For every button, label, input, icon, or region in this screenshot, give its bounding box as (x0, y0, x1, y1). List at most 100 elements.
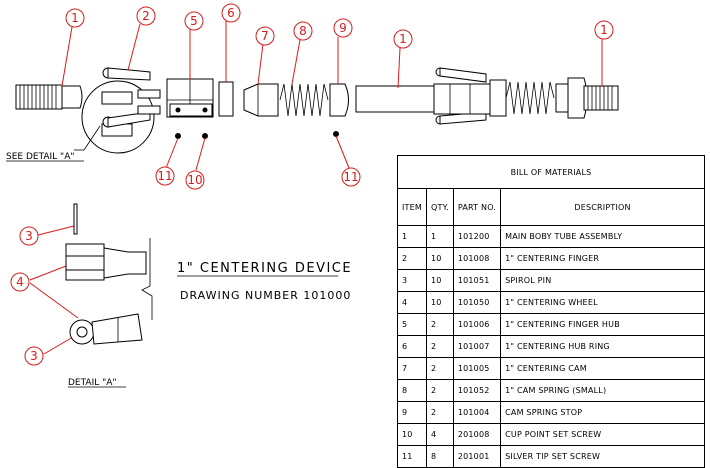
bom-cell: 1" CENTERING HUB RING (500, 335, 705, 358)
leader-11a (165, 137, 179, 169)
svg-text:1: 1 (71, 11, 79, 25)
bom-cell: 101007 (452, 335, 502, 358)
leader-10 (195, 137, 206, 171)
bom-cell: 3 (396, 269, 428, 292)
bom-cell: 2 (426, 357, 454, 380)
callout-9: 9 (333, 18, 353, 38)
detail-a-view (65, 203, 153, 345)
centering-finger-hub (166, 78, 214, 139)
device-title: 1" CENTERING DEVICE (177, 261, 352, 276)
cam-spring-stop (329, 83, 349, 137)
bom-cell: 101052 (452, 379, 502, 402)
bom-cell: 6 (396, 335, 428, 358)
centering-cam (243, 83, 279, 117)
bom-header-part-no: PART NO. (452, 188, 502, 226)
bom-cell: 1" CENTERING WHEEL (500, 291, 705, 314)
bom-cell: 201001 (452, 445, 502, 468)
leader-1a (61, 26, 73, 87)
leader-2 (127, 23, 141, 71)
svg-text:3: 3 (30, 349, 38, 363)
bom-cell: 2 (426, 401, 454, 424)
drawing-number: DRAWING NUMBER 101000 (180, 289, 351, 302)
bom-cell: 10 (426, 291, 454, 314)
callout-11a: 11 (155, 166, 175, 186)
bom-cell: 10 (396, 423, 428, 446)
bom-cell: MAIN BOBY TUBE ASSEMBLY (500, 225, 705, 248)
callout-1a: 1 (65, 8, 85, 28)
callout-5: 5 (184, 11, 204, 31)
bom-cell: 2 (426, 313, 454, 336)
svg-text:DETAIL "A": DETAIL "A" (68, 378, 117, 388)
bom-cell: 1" CENTERING FINGER (500, 247, 705, 270)
bom-header-description: DESCRIPTION (500, 188, 705, 226)
bom-cell: 9 (396, 401, 428, 424)
svg-text:1: 1 (399, 32, 407, 46)
bom-cell: 2 (396, 247, 428, 270)
finger-hub-wheel-assembly (81, 67, 161, 154)
svg-text:8: 8 (299, 24, 307, 38)
callout-10: 10 (185, 170, 205, 190)
svg-text:11: 11 (157, 169, 172, 183)
svg-text:3: 3 (25, 229, 33, 243)
bom-cell: 4 (396, 291, 428, 314)
bill-of-materials-table: BILL OF MATERIALS ITEM QTY. PART NO. DES… (396, 155, 705, 468)
bom-cell: SPIROL PIN (500, 269, 705, 292)
bom-cell: CAM SPRING STOP (500, 401, 705, 424)
callout-1c: 1 (594, 20, 614, 40)
svg-text:9: 9 (339, 21, 347, 35)
callout-2: 2 (136, 6, 156, 26)
callout-8: 8 (293, 21, 313, 41)
bom-cell: 101005 (452, 357, 502, 380)
bom-cell: 1 (396, 225, 428, 248)
see-detail-label: SEE DETAIL "A" (6, 125, 101, 162)
bom-cell: SILVER TIP SET SCREW (500, 445, 705, 468)
bom-cell: 4 (426, 423, 454, 446)
leader-1b (397, 47, 401, 89)
svg-text:5: 5 (190, 14, 198, 28)
svg-text:SEE DETAIL "A": SEE DETAIL "A" (6, 152, 74, 162)
bom-cell: 201008 (452, 423, 502, 446)
svg-text:6: 6 (227, 6, 235, 20)
hub-ring (218, 81, 234, 117)
bom-cell: 101008 (452, 247, 502, 270)
callout-3a: 3 (19, 226, 39, 246)
bom-header-item: ITEM (396, 188, 428, 226)
bom-cell: 101050 (452, 291, 502, 314)
callout-3b: 3 (24, 346, 44, 366)
leader-11b (335, 135, 350, 169)
bom-cell: CUP POINT SET SCREW (500, 423, 705, 446)
svg-text:11: 11 (343, 170, 358, 184)
bom-header-qty: QTY. (426, 188, 454, 226)
left-tube-end (15, 84, 83, 110)
bom-cell: 1" CENTERING FINGER HUB (500, 313, 705, 336)
bom-cell: 7 (396, 357, 428, 380)
callout-7: 7 (255, 26, 275, 46)
svg-text:10: 10 (187, 173, 202, 187)
right-assembly (355, 67, 619, 125)
bom-cell: 5 (396, 313, 428, 336)
callout-6: 6 (221, 3, 241, 23)
bom-title: BILL OF MATERIALS (397, 155, 705, 189)
bom-cell: 101051 (452, 269, 502, 292)
leader-3a (37, 225, 75, 236)
callout-1b: 1 (393, 29, 413, 49)
bom-cell: 8 (426, 445, 454, 468)
svg-text:2: 2 (142, 9, 150, 23)
bom-cell: 1" CAM SPRING (SMALL) (500, 379, 705, 402)
bom-cell: 101200 (452, 225, 502, 248)
bom-cell: 10 (426, 247, 454, 270)
callout-11b: 11 (341, 167, 361, 187)
svg-text:7: 7 (261, 29, 269, 43)
bom-cell: 1" CENTERING CAM (500, 357, 705, 380)
callout-4: 4 (10, 272, 30, 292)
